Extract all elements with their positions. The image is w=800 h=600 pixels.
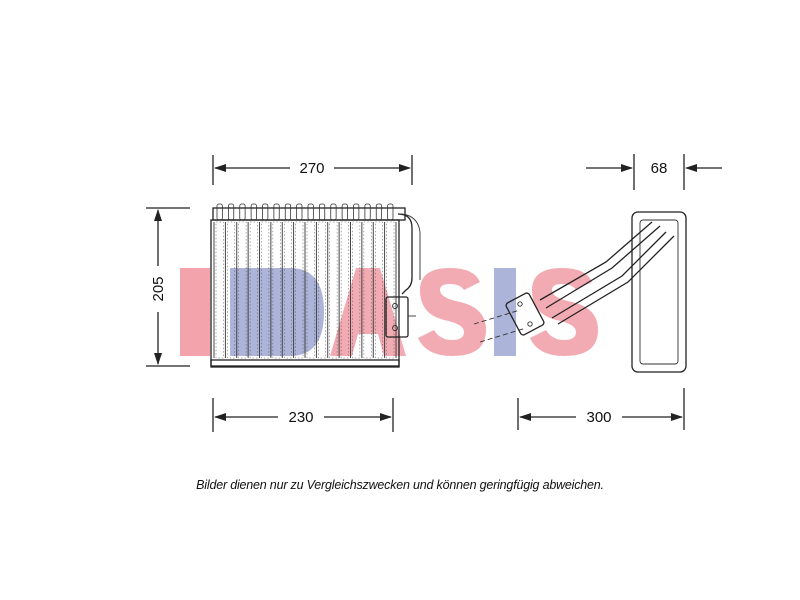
aks-dasis-logo-icon <box>180 268 598 356</box>
dimension-270-label: 270 <box>299 160 324 177</box>
header-tabs <box>216 203 394 221</box>
dimension-68: 68 <box>586 154 722 190</box>
dimension-68-label: 68 <box>651 160 668 177</box>
dimension-300-label: 300 <box>586 409 611 426</box>
dimension-300: 300 <box>517 388 685 430</box>
watermark-logo <box>180 268 598 356</box>
dimension-230: 230 <box>212 398 394 432</box>
evaporator-side-view <box>473 211 687 373</box>
dimension-270: 270 <box>212 155 413 185</box>
core-fins <box>213 221 397 359</box>
dimension-205: 205 <box>146 207 190 367</box>
disclaimer-caption: Bilder dienen nur zu Vergleichszwecken u… <box>196 478 604 492</box>
dimension-230-label: 230 <box>288 409 313 426</box>
dimension-205-label: 205 <box>150 276 167 301</box>
evaporator-front-view <box>210 203 421 368</box>
